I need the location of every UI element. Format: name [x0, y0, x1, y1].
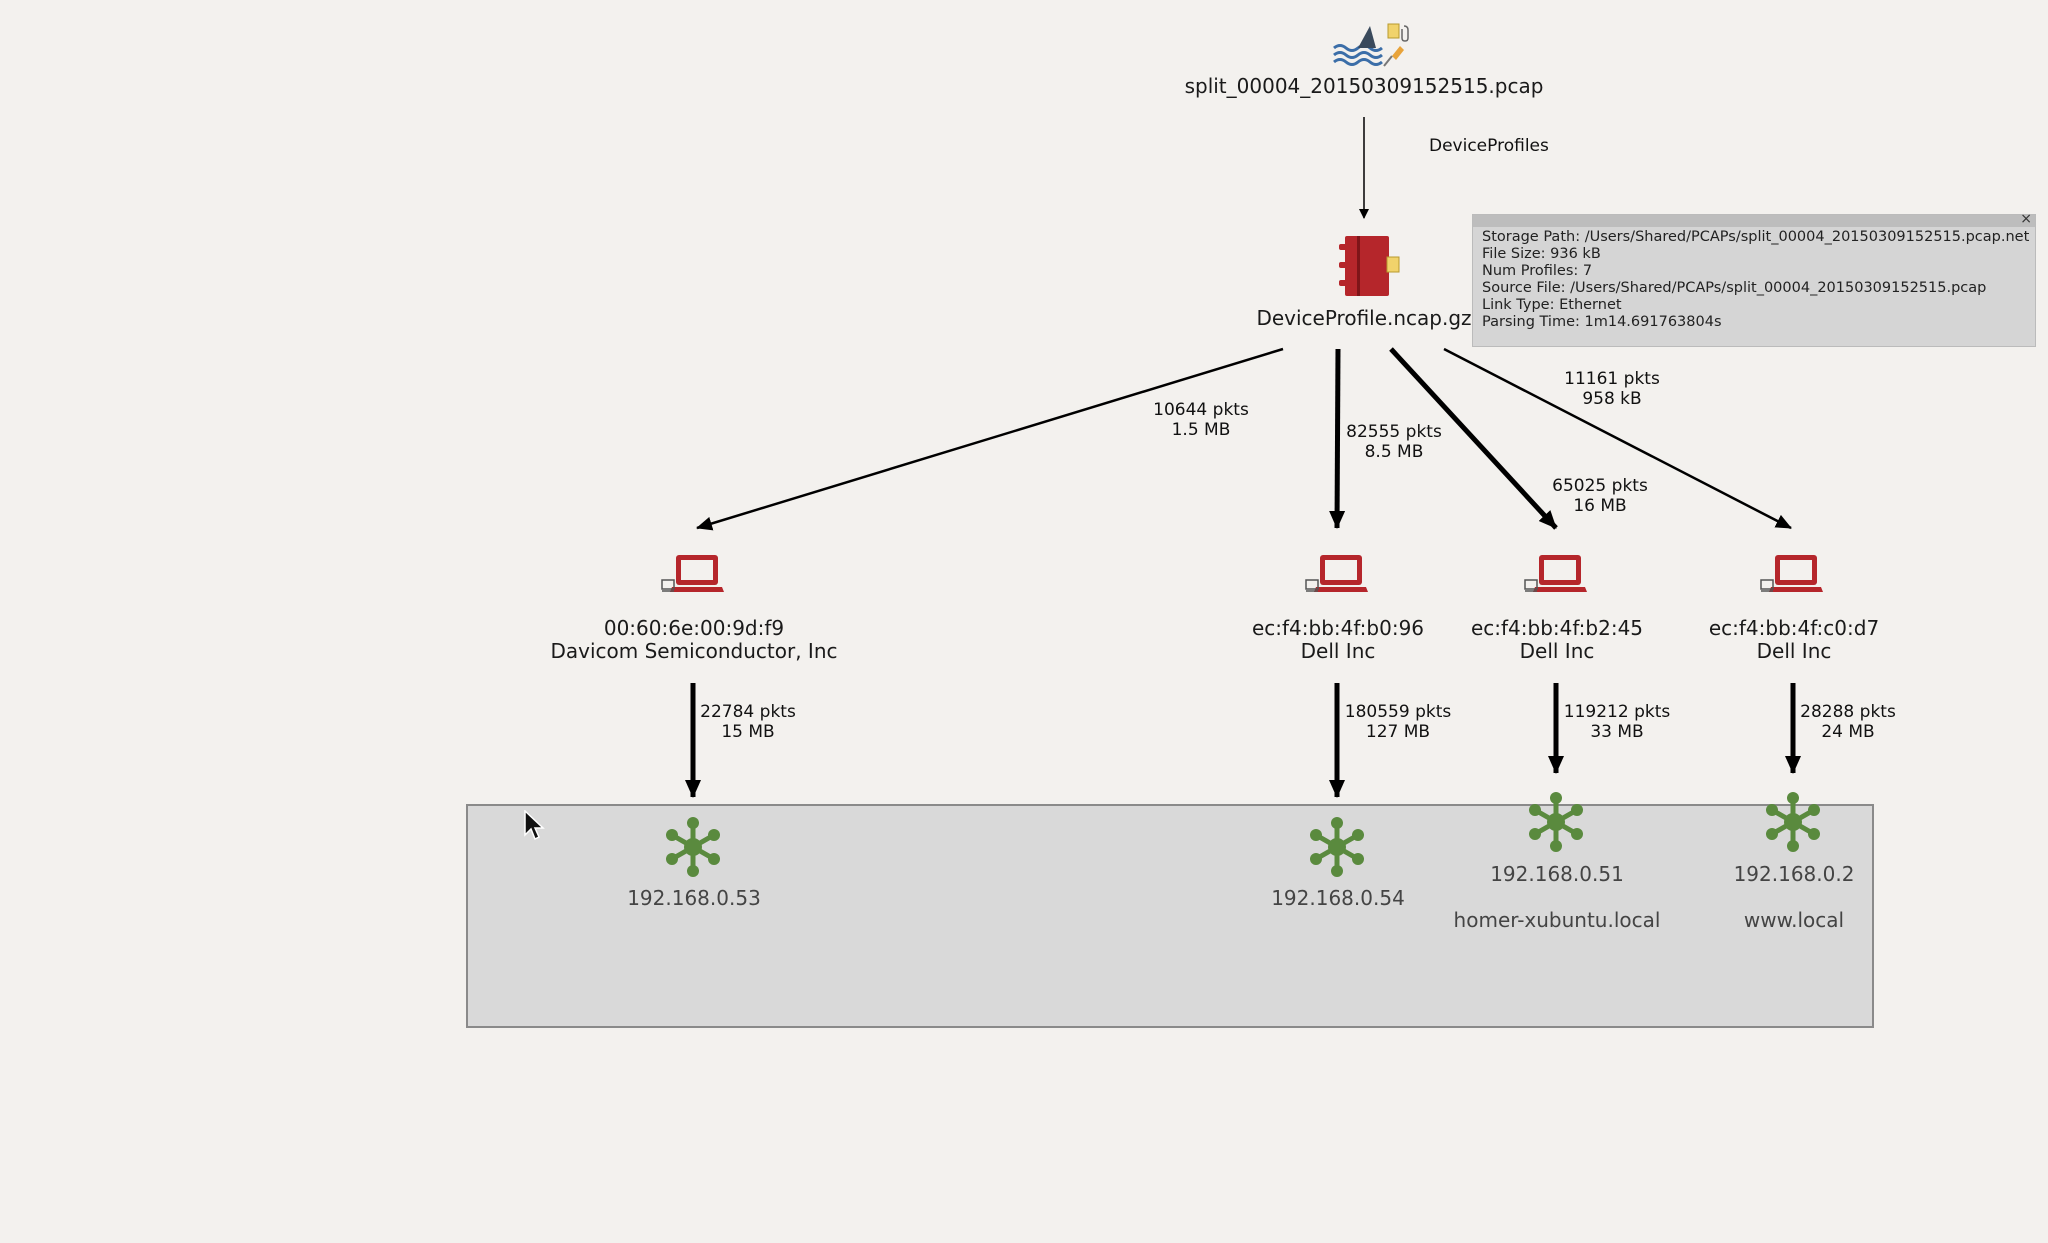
host-3-name: homer-xubuntu.local — [1453, 908, 1661, 932]
info-file-size: File Size: 936 kB — [1482, 246, 1601, 262]
edge-label-device-4-out: 28288 pkts 24 MB — [1800, 702, 1896, 742]
edge-pkts: 28288 pkts — [1800, 702, 1896, 722]
edge-pkts: 65025 pkts — [1552, 476, 1648, 496]
edge-profile-to-device-1 — [696, 347, 1284, 531]
device-mac: ec:f4:bb:4f:c0:d7 — [1708, 616, 1880, 640]
notebook-icon[interactable] — [1339, 236, 1400, 296]
device-vendor: Dell Inc — [1756, 639, 1832, 663]
edge-pkts: 119212 pkts — [1563, 702, 1671, 722]
edge-size: 8.5 MB — [1364, 442, 1424, 462]
edge-label-device-2-out: 180559 pkts 127 MB — [1345, 702, 1451, 742]
edge-size: 127 MB — [1365, 722, 1431, 742]
edge-size: 958 kB — [1582, 389, 1642, 409]
device-4-laptop-icon[interactable] — [1760, 554, 1824, 593]
device-3-laptop-icon[interactable] — [1524, 554, 1588, 593]
edge-profile-to-device-4 — [1443, 347, 1792, 530]
host-1-ip: 192.168.0.53 — [627, 886, 761, 910]
device-vendor: Davicom Semiconductor, Inc — [550, 639, 838, 663]
device-mac: ec:f4:bb:4f:b2:45 — [1470, 616, 1644, 640]
edge-label-device-4-in: 11161 pkts 958 kB — [1564, 369, 1660, 409]
device-3-label[interactable]: ec:f4:bb:4f:b2:45 Dell Inc — [1471, 617, 1643, 663]
edge-pkts: 82555 pkts — [1346, 422, 1442, 442]
device-2-label[interactable]: ec:f4:bb:4f:b0:96 Dell Inc — [1252, 617, 1424, 663]
info-num-profiles: Num Profiles: 7 — [1482, 263, 1593, 279]
edge-label-device-2-in: 82555 pkts 8.5 MB — [1346, 422, 1442, 462]
edge-pkts: 22784 pkts — [700, 702, 796, 722]
device-4-label[interactable]: ec:f4:bb:4f:c0:d7 Dell Inc — [1709, 617, 1879, 663]
device-vendor: Dell Inc — [1519, 639, 1595, 663]
info-source-file: Source File: /Users/Shared/PCAPs/split_0… — [1482, 280, 1987, 296]
profile-node-label[interactable]: DeviceProfile.ncap.gz — [1256, 306, 1472, 330]
info-storage-path: Storage Path: /Users/Shared/PCAPs/split_… — [1482, 229, 2030, 245]
edge-pkts: 10644 pkts — [1153, 400, 1249, 420]
info-parsing-time: Parsing Time: 1m14.691763804s — [1482, 314, 1722, 330]
edge-label-device-3-in: 65025 pkts 16 MB — [1552, 476, 1648, 516]
source-node-label[interactable]: split_00004_20150309152515.pcap — [1184, 74, 1544, 98]
device-mac: 00:60:6e:00:9d:f9 — [603, 616, 785, 640]
edge-label-device-3-out: 119212 pkts 33 MB — [1564, 702, 1670, 742]
edge-size: 24 MB — [1821, 722, 1875, 742]
edge-profile-to-device-2 — [1329, 348, 1346, 529]
edge-profile-to-device-3 — [1389, 347, 1558, 530]
device-2-laptop-icon[interactable] — [1305, 554, 1369, 593]
edge-size: 1.5 MB — [1171, 420, 1231, 440]
wireshark-file-icon[interactable] — [1333, 23, 1409, 67]
top-edge-label: DeviceProfiles — [1429, 136, 1549, 156]
device-vendor: Dell Inc — [1300, 639, 1376, 663]
edge-label-device-1-in: 10644 pkts 1.5 MB — [1153, 400, 1249, 440]
edge-label-device-1-out: 22784 pkts 15 MB — [700, 702, 796, 742]
device-mac: ec:f4:bb:4f:b0:96 — [1251, 616, 1425, 640]
info-tooltip: × Storage Path: /Users/Shared/PCAPs/spli… — [1472, 211, 2036, 347]
edge-size: 15 MB — [721, 722, 775, 742]
host-4-ip: 192.168.0.2 — [1733, 862, 1855, 886]
host-3-ip: 192.168.0.51 — [1490, 862, 1624, 886]
edge-pkts: 180559 pkts — [1344, 702, 1452, 722]
edge-size: 33 MB — [1590, 722, 1644, 742]
mouse-cursor-icon — [524, 810, 545, 841]
info-link-type: Link Type: Ethernet — [1482, 297, 1622, 313]
device-1-laptop-icon[interactable] — [661, 554, 725, 593]
host-2-ip: 192.168.0.54 — [1271, 886, 1405, 910]
edge-pkts: 11161 pkts — [1564, 369, 1660, 389]
edge-size: 16 MB — [1573, 496, 1627, 516]
close-icon[interactable]: × — [2020, 211, 2032, 227]
device-1-label[interactable]: 00:60:6e:00:9d:f9 Davicom Semiconductor,… — [550, 617, 837, 663]
host-4-name: www.local — [1743, 908, 1845, 932]
